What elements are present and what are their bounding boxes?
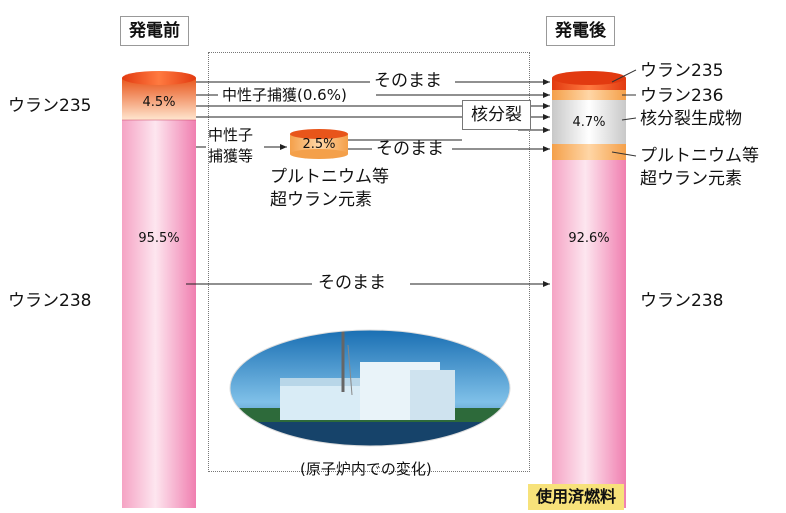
after-fission-pct: 4.7% xyxy=(572,115,606,130)
after-title: 発電後 xyxy=(546,16,615,46)
fission-box: 核分裂 xyxy=(462,100,531,130)
after-pu-label-2: 超ウラン元素 xyxy=(640,169,742,189)
after-pu-label-1: プルトニウム等 xyxy=(640,146,759,166)
neutron-capture-2a: 中性子 xyxy=(208,126,254,144)
before-u238-label: ウラン238 xyxy=(8,291,92,311)
middle-pu-label-2: 超ウラン元素 xyxy=(270,190,372,210)
as-is-mid-label: そのまま xyxy=(376,139,444,159)
plutonium-cylinder xyxy=(290,129,348,159)
spent-fuel-badge: 使用済燃料 xyxy=(528,484,625,510)
before-u238-pct: 95.5% xyxy=(138,231,180,246)
neutron-capture-label: 中性子捕獲(0.6%) xyxy=(222,86,347,104)
after-u238-label: ウラン238 xyxy=(640,291,724,311)
before-u235-pct: 4.5% xyxy=(142,95,176,110)
after-u238-pct: 92.6% xyxy=(568,231,610,246)
neutron-capture-2b: 捕獲等 xyxy=(208,147,254,165)
middle-pu-label-1: プルトニウム等 xyxy=(270,167,389,187)
before-fuel-cylinder xyxy=(122,71,196,508)
before-title: 発電前 xyxy=(120,16,189,46)
after-u235-label: ウラン235 xyxy=(640,61,724,81)
reactor-frame xyxy=(208,52,530,472)
after-u236-label: ウラン236 xyxy=(640,86,724,106)
after-fission-products-label: 核分裂生成物 xyxy=(640,109,742,129)
before-u235-label: ウラン235 xyxy=(8,96,92,116)
middle-pu-pct: 2.5% xyxy=(302,137,336,152)
as-is-top-label: そのまま xyxy=(374,71,442,91)
reactor-change-label: (原子炉内での変化) xyxy=(300,460,432,478)
after-fuel-cylinder xyxy=(552,71,626,508)
reactor-image xyxy=(229,329,511,447)
as-is-bottom-label: そのまま xyxy=(318,273,386,293)
